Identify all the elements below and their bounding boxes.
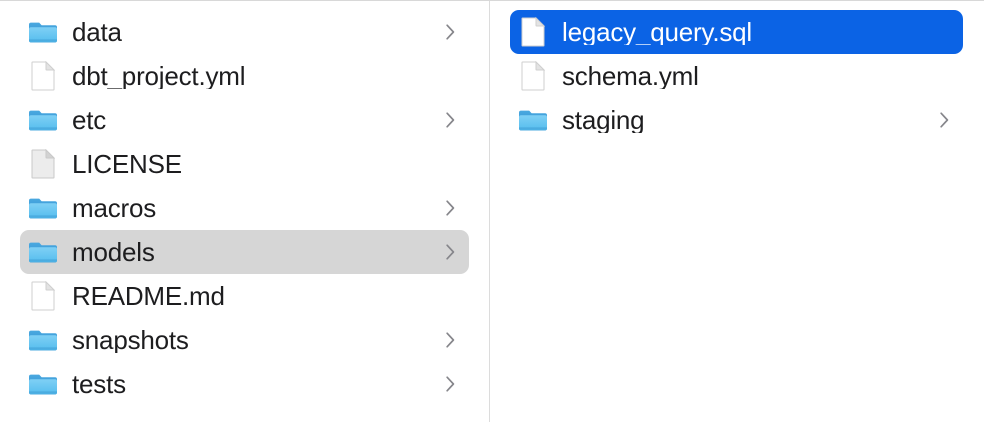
- folder-icon: [518, 105, 548, 135]
- chevron-right-icon[interactable]: [443, 241, 457, 263]
- list-item[interactable]: schema.yml: [510, 54, 963, 98]
- folder-icon: [28, 193, 58, 223]
- chevron-right-icon[interactable]: [937, 109, 951, 131]
- list-item-label: staging: [562, 107, 645, 133]
- list-item[interactable]: snapshots: [20, 318, 469, 362]
- folder-icon: [28, 17, 58, 47]
- column-two: legacy_query.sql schema.yml staging: [490, 1, 983, 422]
- chevron-right-icon[interactable]: [443, 373, 457, 395]
- list-item-label: legacy_query.sql: [562, 19, 752, 45]
- list-item[interactable]: staging: [510, 98, 963, 142]
- file-icon: [518, 61, 548, 91]
- chevron-right-icon[interactable]: [443, 21, 457, 43]
- file-plain-icon: [28, 149, 58, 179]
- file-icon: [518, 17, 548, 47]
- folder-icon: [28, 237, 58, 267]
- list-item-label: schema.yml: [562, 63, 699, 89]
- list-item[interactable]: README.md: [20, 274, 469, 318]
- list-item[interactable]: etc: [20, 98, 469, 142]
- list-item-label: snapshots: [72, 327, 189, 353]
- list-item-label: README.md: [72, 283, 225, 309]
- list-item-label: data: [72, 19, 122, 45]
- list-item[interactable]: LICENSE: [20, 142, 469, 186]
- chevron-right-icon[interactable]: [443, 197, 457, 219]
- folder-icon: [28, 105, 58, 135]
- list-item[interactable]: dbt_project.yml: [20, 54, 469, 98]
- list-item-label: tests: [72, 371, 126, 397]
- list-item-label: dbt_project.yml: [72, 63, 246, 89]
- list-item-label: LICENSE: [72, 151, 182, 177]
- file-icon: [28, 281, 58, 311]
- list-item-label: models: [72, 239, 155, 265]
- list-item-label: macros: [72, 195, 157, 221]
- list-item[interactable]: legacy_query.sql: [510, 10, 963, 54]
- list-item[interactable]: data: [20, 10, 469, 54]
- list-item[interactable]: models: [20, 230, 469, 274]
- chevron-right-icon[interactable]: [443, 329, 457, 351]
- folder-icon: [28, 369, 58, 399]
- file-icon: [28, 61, 58, 91]
- list-item[interactable]: macros: [20, 186, 469, 230]
- list-item[interactable]: tests: [20, 362, 469, 406]
- list-item-label: etc: [72, 107, 107, 133]
- folder-icon: [28, 325, 58, 355]
- chevron-right-icon[interactable]: [443, 109, 457, 131]
